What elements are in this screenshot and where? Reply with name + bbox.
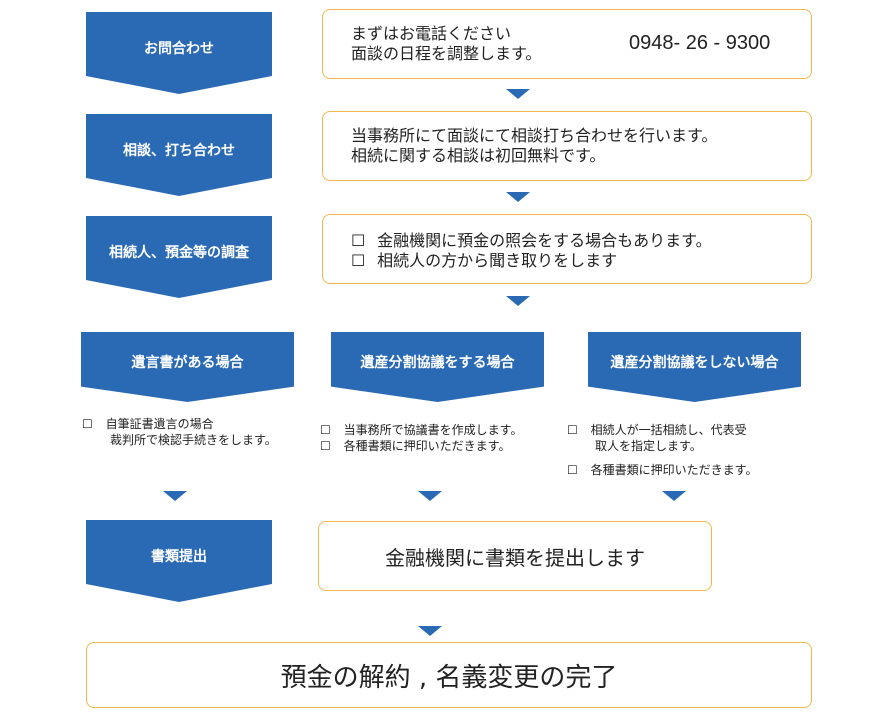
will-note-line-1: ☐ 自筆証書遺言の場合	[82, 416, 277, 432]
consult-text: 当事務所にて面談にて相談打ち合わせを行います。 相続に関する相談は初回無料です。	[351, 126, 717, 166]
partition-notes: ☐ 当事務所で協議書を作成します。 ☐ 各種書類に押印いただきます。	[320, 422, 522, 454]
investigate-line-2: ☐ 相続人の方から聞き取りをします	[351, 251, 712, 271]
submit-text: 金融機関に書類を提出します	[385, 545, 645, 570]
partition-note-2: 各種書類に押印いただきます。	[343, 439, 511, 453]
checkbox-icon: ☐	[567, 423, 578, 437]
step-investigate: 相続人、預金等の調査	[86, 216, 272, 298]
submit-box: 金融機関に書類を提出します	[318, 521, 712, 591]
step-no-partition: 遺産分割協議をしない場合	[588, 332, 801, 402]
step-partition: 遺産分割協議をする場合	[331, 332, 544, 402]
checkbox-icon: ☐	[351, 231, 366, 250]
investigate-line-2-text: 相続人の方から聞き取りをします	[377, 251, 618, 270]
arrow-down-1	[506, 89, 530, 99]
no-partition-note-1a: 相続人が一括相続し、代表受	[590, 423, 747, 437]
arrow-down-no-partition	[662, 491, 686, 501]
no-partition-note-line-1: ☐ 相続人が一括相続し、代表受	[567, 422, 757, 438]
checkbox-icon: ☐	[351, 251, 366, 270]
inquiry-line-1: まずはお電話ください	[351, 24, 512, 43]
consult-line-1: 当事務所にて面談にて相談打ち合わせを行います。	[351, 126, 718, 145]
step-consult: 相談、打ち合わせ	[86, 114, 272, 196]
arrow-down-final	[418, 626, 442, 636]
checkbox-icon: ☐	[82, 417, 93, 431]
checkbox-icon: ☐	[320, 423, 331, 437]
partition-note-line-1: ☐ 当事務所で協議書を作成します。	[320, 422, 522, 438]
consult-box: 当事務所にて面談にて相談打ち合わせを行います。 相続に関する相談は初回無料です。	[322, 111, 812, 181]
phone-number: 0948- 26 - 9300	[629, 32, 771, 54]
partition-note-1: 当事務所で協議書を作成します。	[343, 423, 523, 437]
consult-line-2: 相続に関する相談は初回無料です。	[351, 146, 606, 165]
arrow-down-partition	[418, 491, 442, 501]
inquiry-box: まずはお電話ください 面談の日程を調整します。 0948- 26 - 9300	[322, 9, 812, 79]
investigate-box: ☐ 金融機関に預金の照会をする場合もあります。 ☐ 相続人の方から聞き取りをしま…	[322, 214, 812, 284]
checkbox-icon: ☐	[567, 463, 578, 477]
arrow-down-3	[506, 296, 530, 306]
investigate-line-1-text: 金融機関に預金の照会をする場合もあります。	[377, 231, 712, 250]
arrow-down-2	[506, 192, 530, 202]
investigate-line-1: ☐ 金融機関に預金の照会をする場合もあります。	[351, 231, 712, 251]
partition-note-line-2: ☐ 各種書類に押印いただきます。	[320, 438, 522, 454]
will-note-1a: 自筆証書遺言の場合	[105, 417, 214, 431]
final-box: 預金の解約 , 名義変更の完了	[86, 642, 812, 708]
step-submit: 書類提出	[86, 520, 272, 602]
inquiry-line-2: 面談の日程を調整します。	[351, 44, 542, 63]
step-will: 遺言書がある場合	[81, 332, 294, 402]
step-inquiry: お問合わせ	[86, 12, 272, 94]
final-text: 預金の解約 , 名義変更の完了	[280, 662, 618, 693]
will-notes: ☐ 自筆証書遺言の場合 裁判所で検認手続きをします。	[82, 416, 277, 448]
no-partition-note-line-3: ☐ 各種書類に押印いただきます。	[567, 462, 757, 478]
checkbox-icon: ☐	[320, 439, 331, 453]
arrow-down-will	[163, 491, 187, 501]
no-partition-notes: ☐ 相続人が一括相続し、代表受 取人を指定します。 ☐ 各種書類に押印いただきま…	[567, 422, 757, 478]
no-partition-note-line-2: 取人を指定します。	[595, 439, 702, 453]
will-note-line-2: 裁判所で検認手続きをします。	[110, 433, 277, 447]
no-partition-note-2: 各種書類に押印いただきます。	[590, 463, 758, 477]
inquiry-text: まずはお電話ください 面談の日程を調整します。	[351, 24, 541, 64]
investigate-text: ☐ 金融機関に預金の照会をする場合もあります。 ☐ 相続人の方から聞き取りをしま…	[351, 231, 712, 271]
